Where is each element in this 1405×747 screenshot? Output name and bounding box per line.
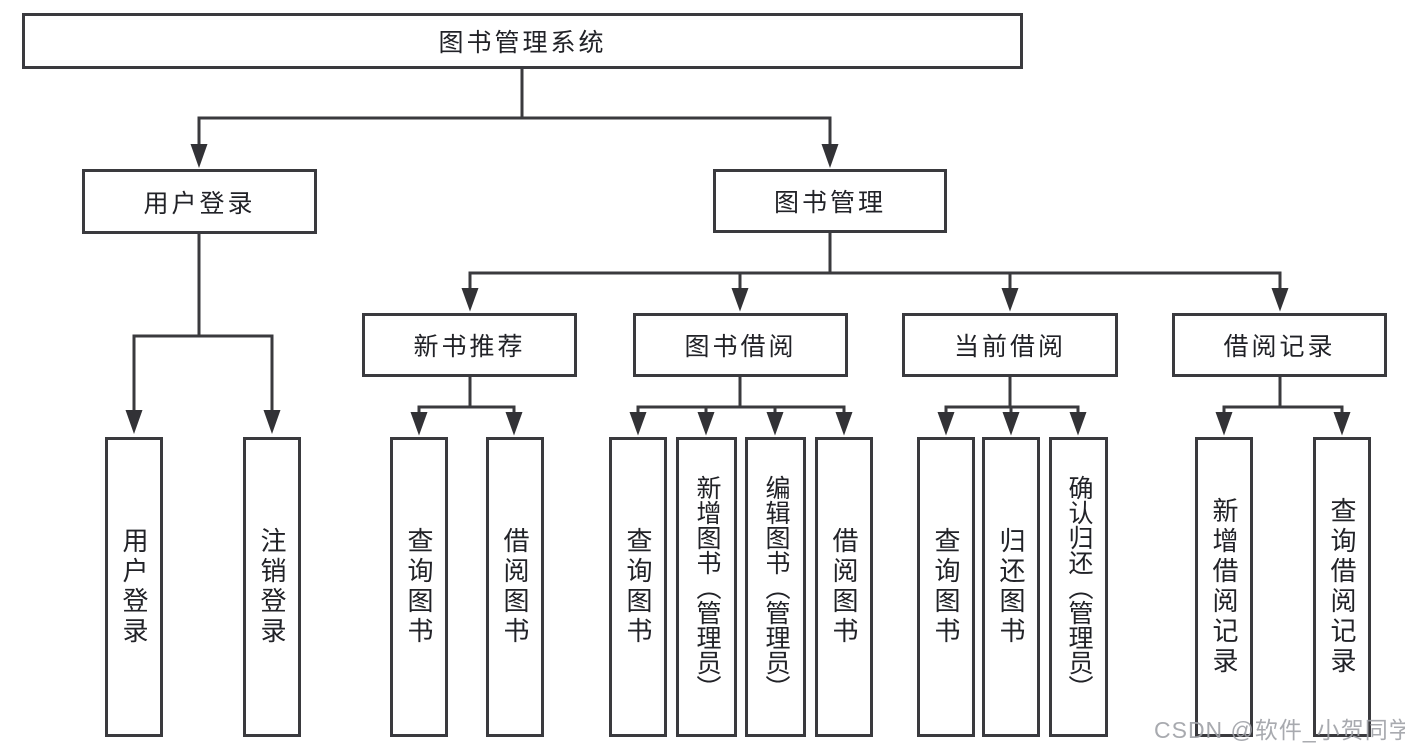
leaf-cb-query-books-label: 查询图书	[931, 527, 961, 647]
arrow-to-current-borrow	[1001, 288, 1019, 312]
arrow-leaf-br-query	[1333, 412, 1351, 436]
connector-borrow-record-rail	[1222, 405, 1344, 413]
leaf-nb-borrow-books-label: 借阅图书	[500, 527, 530, 647]
node-current-borrow: 当前借阅	[902, 313, 1118, 377]
arrow-leaf-bb-query	[629, 412, 647, 436]
arrow-to-new-book	[461, 288, 479, 312]
leaf-br-query-record-label: 查询借阅记录	[1327, 497, 1357, 677]
arrow-leaf-cb-confirm	[1069, 412, 1087, 436]
arrow-leaf-bb-edit	[766, 412, 784, 436]
arrow-leaf-bb-add	[697, 412, 715, 436]
leaf-nb-borrow-books: 借阅图书	[486, 437, 544, 737]
leaf-bb-edit-books-admin: 编辑图书（管理员）	[745, 437, 806, 737]
leaf-cb-confirm-return-admin: 确认归还（管理员）	[1049, 437, 1108, 737]
node-root: 图书管理系统	[22, 13, 1023, 69]
arrow-leaf-cb-query	[937, 412, 955, 436]
leaf-logout-login: 注销登录	[243, 437, 301, 737]
leaf-br-add-record-label: 新增借阅记录	[1209, 497, 1239, 677]
node-current-borrow-label: 当前借阅	[953, 333, 1066, 361]
connector-book-borrow-rail	[636, 405, 846, 413]
node-root-label: 图书管理系统	[438, 29, 607, 57]
leaf-nb-query-books-label: 查询图书	[404, 527, 434, 647]
node-borrow-records-label: 借阅记录	[1223, 333, 1336, 361]
leaf-user-login-label: 用户登录	[119, 527, 149, 647]
connector-level2-rail	[197, 116, 832, 146]
leaf-user-login: 用户登录	[105, 437, 163, 737]
leaf-bb-add-books-admin-label: 新增图书（管理员）	[693, 474, 721, 700]
leaf-bb-query-books-label: 查询图书	[623, 527, 653, 647]
leaf-bb-add-books-admin: 新增图书（管理员）	[676, 437, 737, 737]
node-user-login-label: 用户登录	[143, 189, 256, 218]
csdn-watermark: CSDN @软件_小贺同学	[1154, 717, 1405, 743]
arrow-to-book-mgmt	[821, 144, 839, 168]
node-new-book-recommend: 新书推荐	[362, 313, 577, 377]
node-book-management-label: 图书管理	[773, 189, 886, 217]
connector-new-book-rail	[417, 405, 516, 413]
leaf-bb-query-books: 查询图书	[609, 437, 667, 737]
leaf-br-add-record: 新增借阅记录	[1195, 437, 1253, 737]
arrow-to-user-login	[190, 144, 208, 168]
leaf-cb-query-books: 查询图书	[917, 437, 975, 737]
leaf-bb-borrow-books: 借阅图书	[815, 437, 873, 737]
node-book-management: 图书管理	[713, 169, 947, 233]
node-book-borrow-label: 图书借阅	[684, 333, 797, 361]
leaf-logout-login-label: 注销登录	[257, 527, 287, 647]
node-user-login: 用户登录	[82, 169, 317, 234]
arrow-to-book-borrow	[731, 288, 749, 312]
arrow-leaf-nb-borrow	[505, 412, 523, 436]
node-borrow-records: 借阅记录	[1172, 313, 1387, 377]
node-new-book-recommend-label: 新书推荐	[413, 333, 526, 361]
arrow-leaf-bb-borrow	[835, 412, 853, 436]
arrow-leaf-logout	[263, 410, 281, 434]
leaf-cb-return-books: 归还图书	[982, 437, 1040, 737]
arrow-leaf-cb-return	[1002, 412, 1020, 436]
connector-user-login-rail	[132, 334, 274, 412]
leaf-nb-query-books: 查询图书	[390, 437, 448, 737]
leaf-cb-return-books-label: 归还图书	[996, 527, 1026, 647]
connector-level3-rail	[468, 271, 1282, 290]
leaf-cb-confirm-return-admin-label: 确认归还（管理员）	[1065, 474, 1093, 700]
node-book-borrow: 图书借阅	[633, 313, 848, 377]
arrow-leaf-user-login	[125, 410, 143, 434]
leaf-br-query-record: 查询借阅记录	[1313, 437, 1371, 737]
arrow-leaf-br-add	[1215, 412, 1233, 436]
arrowheads	[125, 144, 1351, 436]
arrow-leaf-nb-query	[410, 412, 428, 436]
arrow-to-borrow-record	[1271, 288, 1289, 312]
leaf-bb-borrow-books-label: 借阅图书	[829, 527, 859, 647]
leaf-bb-edit-books-admin-label: 编辑图书（管理员）	[762, 474, 790, 700]
